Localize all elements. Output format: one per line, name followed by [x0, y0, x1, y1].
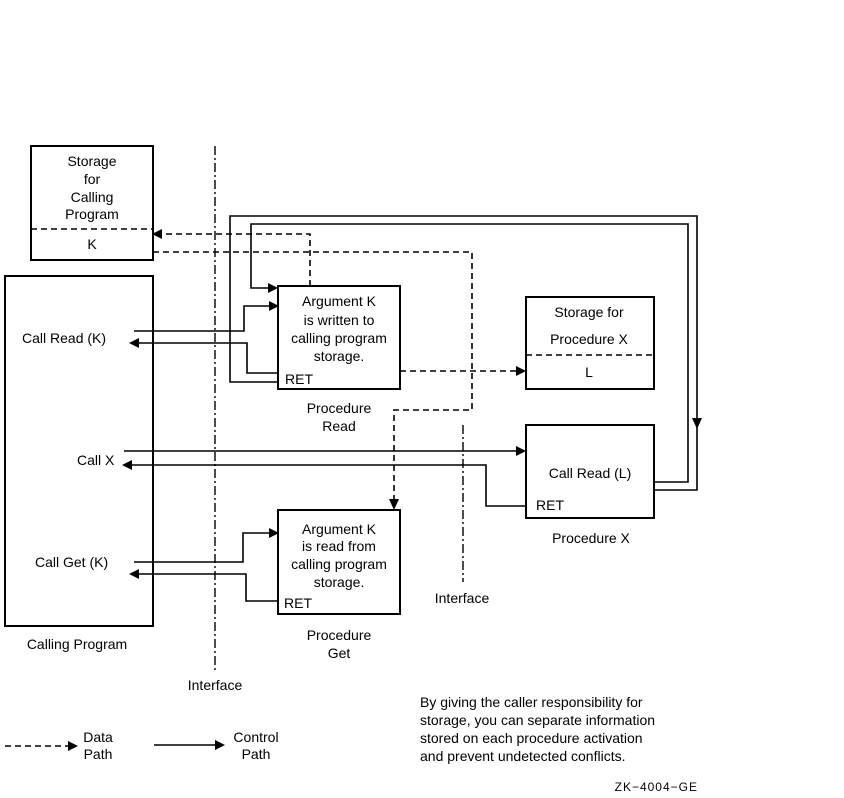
arrowhead-call-read [269, 301, 279, 311]
control-call-read [134, 305, 270, 332]
procedure-read-caption-1: Procedure [307, 400, 372, 416]
interface-label-left: Interface [188, 677, 243, 693]
data-path-storage-k-to-get [153, 251, 473, 501]
procedure-get-ret: RET [284, 595, 312, 611]
control-return-x [131, 464, 526, 507]
procedure-read-line-2: is written to [304, 312, 375, 328]
arrowhead-x-call-read [268, 283, 278, 293]
storage-x-line-1: Storage for [554, 304, 624, 320]
procedure-read-line-1: Argument K [302, 293, 377, 309]
procedure-read-box: Argument K is written to calling program… [277, 285, 401, 390]
note-line-4: and prevent undetected conflicts. [420, 748, 625, 764]
arrowhead-return-get [129, 569, 139, 579]
procedure-x-box: Call Read (L) RET [525, 424, 655, 519]
arrowhead-x-loop [692, 418, 702, 429]
legend: Data Path Control Path [5, 729, 279, 762]
storage-x-value: L [585, 364, 593, 380]
procedure-read-line-4: storage. [314, 348, 365, 364]
legend-control-label-1: Control [233, 729, 278, 745]
control-call-get [134, 532, 270, 563]
note-line-1: By giving the caller responsibility for [420, 694, 643, 710]
storage-calling-value: K [87, 236, 97, 252]
procedure-get-line-2: is read from [302, 538, 376, 554]
storage-calling-line-1: Storage [67, 153, 116, 169]
arrowhead-call-x [516, 446, 526, 456]
control-return-get [138, 573, 278, 602]
note-line-3: stored on each procedure activation [420, 730, 643, 746]
call-x-label: Call X [77, 452, 115, 468]
data-paths [152, 229, 526, 510]
storage-procedure-x-box: Storage for Procedure X L [525, 296, 655, 390]
storage-calling-program-box: Storage for Calling Program K [30, 145, 154, 261]
control-x-return-loop [229, 215, 698, 491]
arrowhead-call-get [269, 528, 279, 538]
legend-control-arrowhead [215, 740, 225, 750]
storage-calling-line-4: Program [65, 206, 119, 222]
procedure-get-line-1: Argument K [302, 521, 377, 537]
interface-label-right: Interface [435, 590, 490, 606]
procedure-get-caption-1: Procedure [307, 627, 372, 643]
control-x-call-read-loop [250, 223, 689, 483]
storage-x-line-2: Procedure X [550, 331, 628, 347]
procedure-x-ret: RET [536, 497, 564, 513]
call-read-label: Call Read (K) [22, 330, 106, 346]
procedure-read-line-3: calling program [291, 330, 387, 346]
procedure-x-caption: Procedure X [552, 530, 630, 546]
note-text: By giving the caller responsibility for … [420, 694, 655, 764]
calling-program-caption: Calling Program [27, 636, 127, 652]
arrowhead-return-read [129, 338, 139, 348]
legend-control-label-2: Path [242, 746, 271, 762]
procedure-read-caption-2: Read [322, 418, 355, 434]
procedure-x-call: Call Read (L) [549, 465, 631, 481]
procedure-get-line-4: storage. [314, 574, 365, 590]
figure-id: ZK−4004−GE [615, 780, 698, 794]
data-path-read-to-storage-k [161, 233, 311, 286]
legend-data-label-2: Path [84, 746, 113, 762]
arrowhead-storage-x [516, 366, 526, 376]
call-get-label: Call Get (K) [35, 554, 108, 570]
legend-data-label-1: Data [83, 729, 113, 745]
control-paths [122, 215, 702, 602]
note-line-2: storage, you can separate information [420, 712, 655, 728]
storage-calling-line-2: for [84, 171, 101, 187]
procedure-read-ret: RET [285, 371, 313, 387]
control-return-read [138, 342, 278, 374]
arrowhead-get-top [389, 499, 399, 510]
procedure-get-caption-2: Get [328, 645, 351, 661]
procedure-get-box: Argument K is read from calling program … [277, 509, 401, 615]
procedure-get-line-3: calling program [291, 556, 387, 572]
storage-calling-line-3: Calling [71, 189, 114, 205]
legend-data-arrowhead [68, 741, 78, 751]
arrowhead-return-x [122, 460, 132, 470]
arrowhead-storage-k [152, 229, 162, 239]
